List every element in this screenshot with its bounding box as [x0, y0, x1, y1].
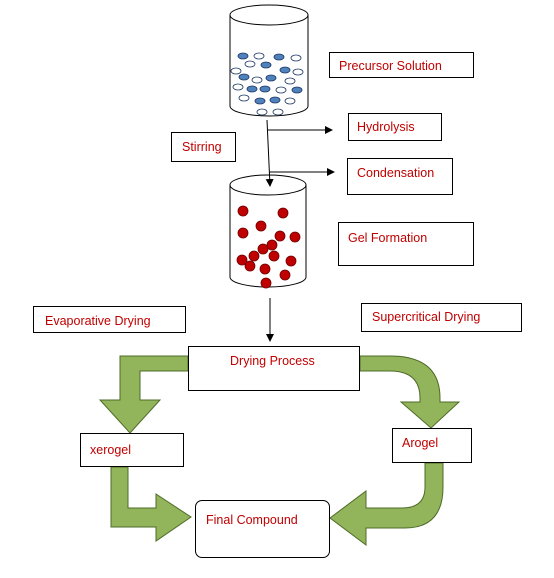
precursor-solution-box: Precursor Solution: [329, 52, 474, 78]
precursor-beaker: [229, 4, 309, 117]
arogel-label: Arogel: [402, 436, 439, 450]
precursor-particles: [230, 52, 304, 116]
condensation-box: Condensation: [347, 158, 453, 195]
gel-formation-label: Gel Formation: [348, 231, 428, 245]
evaporative-drying-label: Evaporative Drying: [45, 314, 151, 328]
gel-formation-box: Gel Formation: [338, 222, 474, 266]
stirring-label: Stirring: [182, 140, 222, 154]
condensation-label: Condensation: [357, 166, 435, 180]
xerogel-label: xerogel: [90, 443, 131, 457]
xerogel-box: xerogel: [80, 433, 184, 467]
green-flow-arrows: [98, 355, 461, 546]
gel-beaker: [229, 174, 307, 289]
supercritical-drying-box: Supercritical Drying: [361, 303, 522, 332]
evaporative-drying-box: Evaporative Drying: [33, 306, 186, 333]
gel-particles: [236, 205, 301, 289]
arogel-box: Arogel: [392, 428, 472, 463]
final-compound-box: Final Compound: [195, 500, 330, 558]
supercritical-drying-label: Supercritical Drying: [372, 310, 481, 324]
hydrolysis-label: Hydrolysis: [357, 120, 415, 134]
precursor-solution-label: Precursor Solution: [339, 59, 442, 73]
drying-process-label: Drying Process: [230, 354, 315, 368]
drying-process-box: Drying Process: [188, 346, 360, 391]
process-arrows: [265, 119, 335, 342]
final-compound-label: Final Compound: [206, 513, 298, 527]
hydrolysis-box: Hydrolysis: [348, 113, 442, 141]
stirring-box: Stirring: [171, 132, 236, 162]
